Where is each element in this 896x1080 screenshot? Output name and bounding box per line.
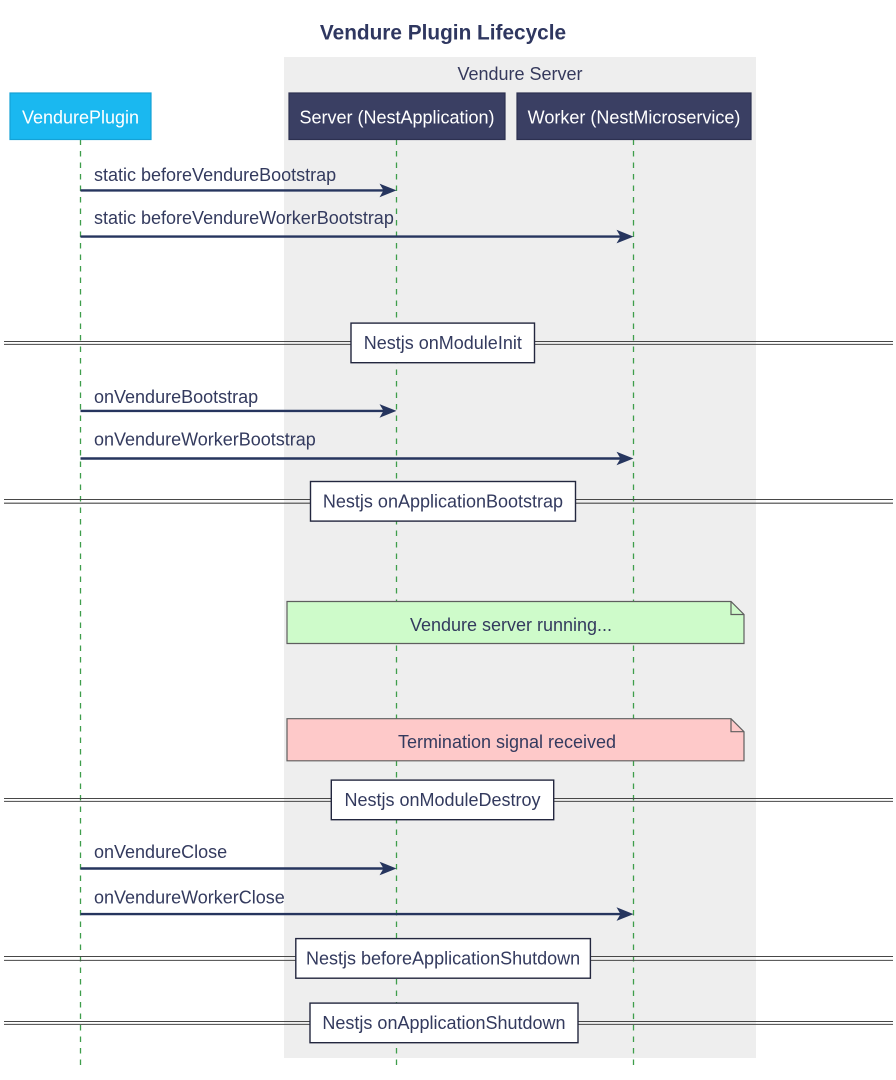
svg-text:static beforeVendureWorkerBoot: static beforeVendureWorkerBootstrap [94, 208, 394, 228]
svg-text:Vendure Server: Vendure Server [457, 64, 582, 84]
svg-text:Vendure Plugin Lifecycle: Vendure Plugin Lifecycle [320, 22, 566, 45]
svg-text:Nestjs onApplicationBootstrap: Nestjs onApplicationBootstrap [323, 492, 563, 512]
svg-text:VendurePlugin: VendurePlugin [22, 108, 139, 128]
svg-text:Nestjs onModuleDestroy: Nestjs onModuleDestroy [344, 790, 540, 810]
svg-text:Nestjs onApplicationShutdown: Nestjs onApplicationShutdown [322, 1013, 565, 1033]
svg-text:Server (NestApplication): Server (NestApplication) [299, 108, 494, 128]
svg-text:onVendureWorkerClose: onVendureWorkerClose [94, 887, 285, 907]
svg-text:onVendureBootstrap: onVendureBootstrap [94, 387, 258, 407]
svg-text:onVendureWorkerBootstrap: onVendureWorkerBootstrap [94, 430, 316, 450]
svg-text:static beforeVendureBootstrap: static beforeVendureBootstrap [94, 165, 336, 185]
svg-text:Termination signal received: Termination signal received [398, 732, 616, 752]
svg-text:Nestjs beforeApplicationShutdo: Nestjs beforeApplicationShutdown [306, 949, 580, 969]
svg-text:onVendureClose: onVendureClose [94, 842, 227, 862]
svg-text:Vendure server running...: Vendure server running... [410, 615, 612, 635]
svg-text:Worker (NestMicroservice): Worker (NestMicroservice) [528, 108, 741, 128]
svg-text:Nestjs onModuleInit: Nestjs onModuleInit [364, 333, 522, 353]
